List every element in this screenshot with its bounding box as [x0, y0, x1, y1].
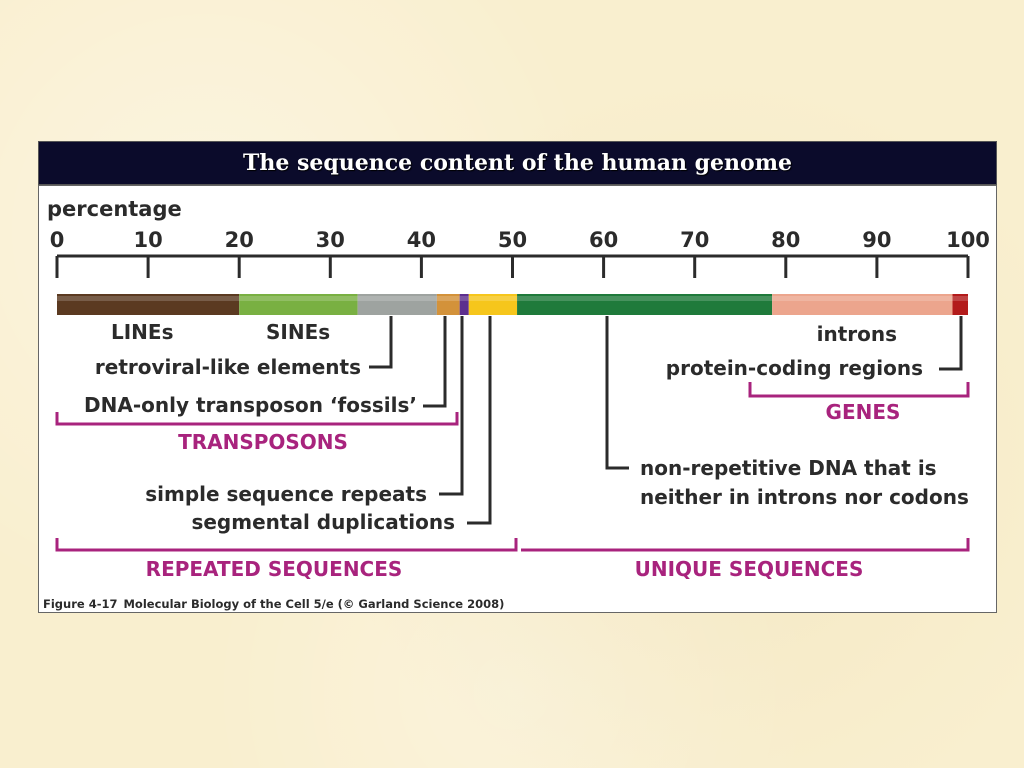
- group-brackets: [55, 382, 970, 552]
- bar-segment-retroviral-like-elements: [357, 294, 437, 315]
- bar-segment-dna-only-transposon-fossils: [436, 294, 460, 315]
- bracket-genes: [748, 382, 970, 398]
- bar-segment-protein-coding-regions: [952, 294, 968, 315]
- label-nonrep-line1: non-repetitive DNA that is: [640, 456, 937, 480]
- group-unique: UNIQUE SEQUENCES: [635, 557, 864, 581]
- bar-segment-segmental-duplications: [468, 294, 518, 315]
- group-repeated: REPEATED SEQUENCES: [146, 557, 403, 581]
- axis-tick-label-10: 10: [133, 228, 162, 252]
- bar-segment-simple-sequence-repeats: [459, 294, 469, 315]
- connector-protein-coding: [939, 316, 963, 371]
- axis-tick-label-70: 70: [680, 228, 709, 252]
- axis-tick-label-100: 100: [946, 228, 990, 252]
- axis-tick-label-90: 90: [862, 228, 891, 252]
- bar-segment-non-repetitive-dna-that-is-neither-in-introns-nor-codons: [517, 294, 773, 315]
- bar-segment-lines: [57, 294, 240, 315]
- connector-retroviral: [369, 316, 393, 369]
- bar-segment-introns: [772, 294, 953, 315]
- bar-segment-highlight: [436, 296, 460, 301]
- axis-tick-label-80: 80: [771, 228, 800, 252]
- axis-tick-label-50: 50: [498, 228, 527, 252]
- label-segmental: segmental duplications: [191, 510, 455, 534]
- connector-nonrepetitive: [605, 316, 629, 470]
- group-transposons: TRANSPOSONS: [178, 430, 348, 454]
- group-genes: GENES: [826, 400, 901, 424]
- axis-tick-label-60: 60: [589, 228, 618, 252]
- caption-figure-number: Figure 4-17: [43, 597, 117, 611]
- bar-segment-highlight: [239, 296, 358, 301]
- bar-segment-highlight: [57, 296, 240, 301]
- slide-title: The sequence content of the human genome: [38, 141, 997, 185]
- axis-tick-label-40: 40: [407, 228, 436, 252]
- bar-segment-highlight: [772, 296, 953, 301]
- connector-simple-repeats: [439, 316, 464, 496]
- label-simple-repeats: simple sequence repeats: [145, 482, 427, 506]
- bar-segment-sines: [239, 294, 358, 315]
- label-sines: SINEs: [266, 320, 330, 344]
- label-protein-coding: protein-coding regions: [666, 356, 923, 380]
- connector-segmental: [467, 316, 492, 525]
- axis-tick-label-0: 0: [50, 228, 65, 252]
- percentage-axis: 0 10 20 30 40 50 60 70 80 90 100: [50, 228, 990, 278]
- figure-caption: Figure 4-17 Molecular Biology of the Cell…: [43, 597, 504, 611]
- bar-segment-highlight: [357, 296, 437, 301]
- caption-source: Molecular Biology of the Cell 5/e (© Gar…: [123, 597, 504, 611]
- bracket-unique: [521, 538, 970, 552]
- bar-segment-highlight: [517, 296, 773, 301]
- connectors: [369, 316, 963, 525]
- bar-segment-highlight: [468, 296, 518, 301]
- bracket-transposons: [55, 412, 459, 426]
- genome-bar: [57, 294, 968, 315]
- axis-tick-label-30: 30: [316, 228, 345, 252]
- label-lines: LINEs: [111, 320, 174, 344]
- label-introns: introns: [817, 322, 897, 346]
- axis-tick-label-20: 20: [225, 228, 254, 252]
- connector-dna-only: [423, 316, 447, 408]
- label-nonrep-line2: neither in introns nor codons: [640, 485, 969, 509]
- bracket-repeated: [55, 538, 518, 552]
- axis-label: percentage: [47, 197, 182, 221]
- bar-segment-highlight: [952, 296, 968, 301]
- label-dna-only: DNA-only transposon ‘fossils’: [84, 393, 417, 417]
- label-retroviral: retroviral-like elements: [95, 355, 361, 379]
- bar-segment-highlight: [459, 296, 469, 301]
